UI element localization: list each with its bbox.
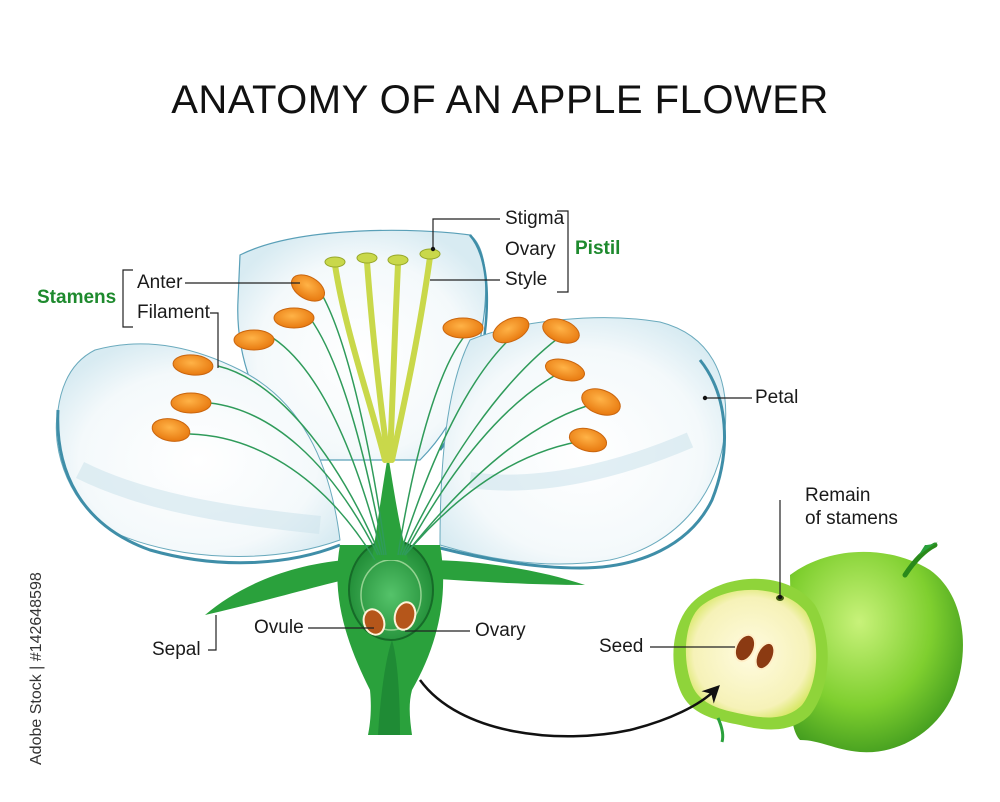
apple-whole	[790, 551, 963, 753]
label-remain-line1: Remain	[805, 485, 871, 506]
sepal-right	[425, 560, 585, 585]
label-ovary-bottom: Ovary	[475, 620, 526, 641]
leader-lines	[122, 210, 781, 651]
label-stigma: Stigma	[505, 208, 565, 229]
transition-arrow	[418, 679, 720, 738]
stock-watermark: Adobe Stock | #142648598	[4, 565, 45, 765]
label-seed: Seed	[599, 636, 644, 657]
sepal-left	[205, 560, 365, 615]
label-petal: Petal	[755, 387, 799, 408]
label-filament: Filament	[137, 302, 210, 323]
styles	[332, 254, 433, 463]
leader-dots	[430, 246, 783, 600]
label-stamens: Stamens	[37, 287, 117, 308]
label-pistil: Pistil	[575, 238, 621, 259]
label-sepal: Sepal	[152, 639, 201, 660]
stigmas	[324, 248, 441, 268]
filaments	[189, 287, 601, 561]
pistil-body	[372, 455, 408, 560]
watermark-text: Adobe Stock | #142648598	[28, 572, 45, 765]
ovule-right	[393, 601, 417, 631]
label-anter: Anter	[137, 272, 183, 293]
page-title: ANATOMY OF AN APPLE FLOWER	[171, 78, 829, 122]
label-remain-line2: of stamens	[805, 508, 898, 529]
anthers	[151, 274, 621, 453]
label-ovule: Ovule	[254, 617, 304, 638]
label-ovary-top: Ovary	[505, 239, 556, 260]
label-style: Style	[505, 269, 548, 290]
